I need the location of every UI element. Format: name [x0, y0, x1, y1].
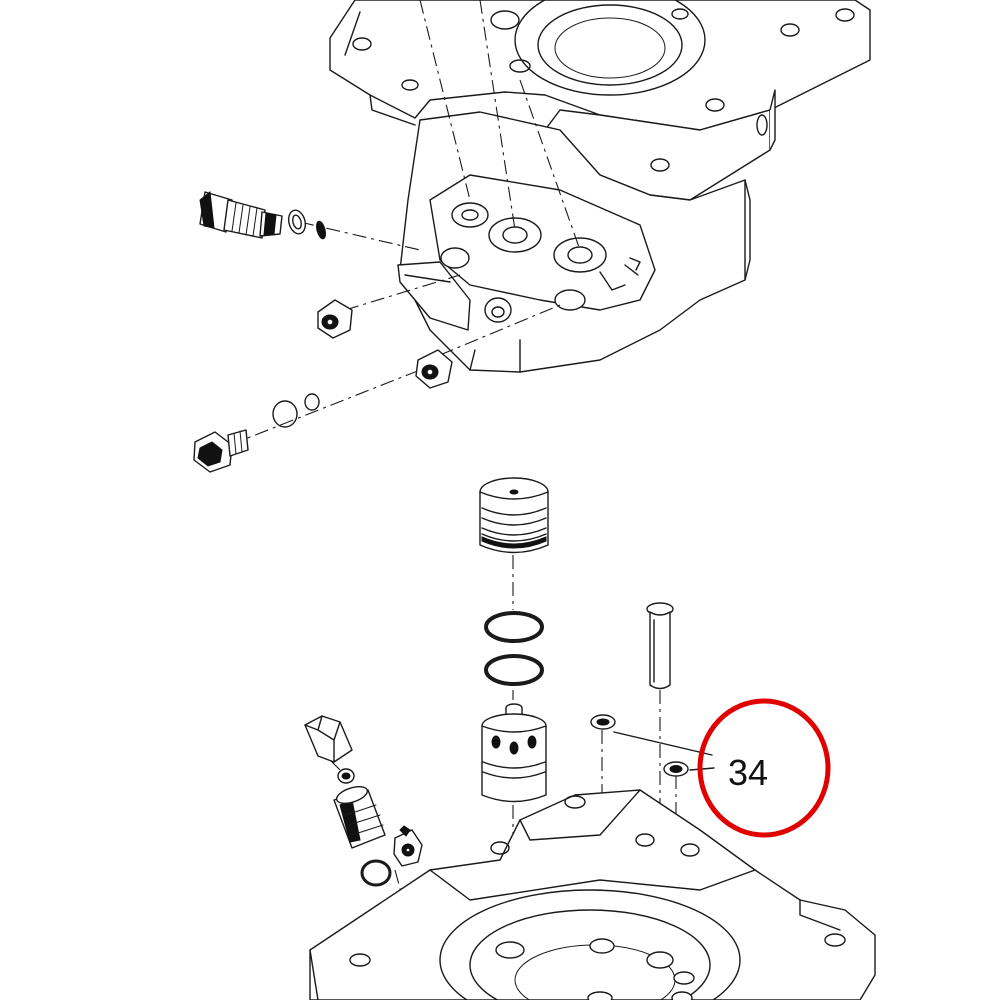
guide-pin: [646, 602, 674, 690]
o-ring: [484, 654, 544, 686]
valve-cap: [479, 477, 549, 554]
callout-highlight-circle: [697, 698, 831, 838]
o-ring: [360, 859, 392, 887]
small-seal: [337, 768, 355, 784]
check-valve-fitting: [333, 786, 386, 849]
plug-fitting: [415, 349, 453, 389]
o-ring: [484, 611, 544, 643]
backup-ring: [315, 220, 327, 240]
o-ring: [287, 209, 307, 235]
o-ring: [272, 400, 298, 428]
o-ring: [304, 393, 320, 411]
plug-fitting: [393, 825, 423, 867]
plug-fitting: [317, 299, 353, 339]
hex-nut-fitting: [304, 715, 353, 763]
washer-item-34: [663, 761, 689, 777]
drain-plug: [193, 429, 249, 473]
lower-pump-housing: [309, 789, 876, 1000]
valve-spool: [481, 703, 547, 803]
upper-pump-housing: [329, 0, 871, 373]
washer-item-34: [590, 714, 616, 730]
callout-label: 34: [728, 752, 768, 793]
callout-34: 34: [728, 752, 768, 793]
relief-valve-cartridge: [199, 191, 283, 239]
